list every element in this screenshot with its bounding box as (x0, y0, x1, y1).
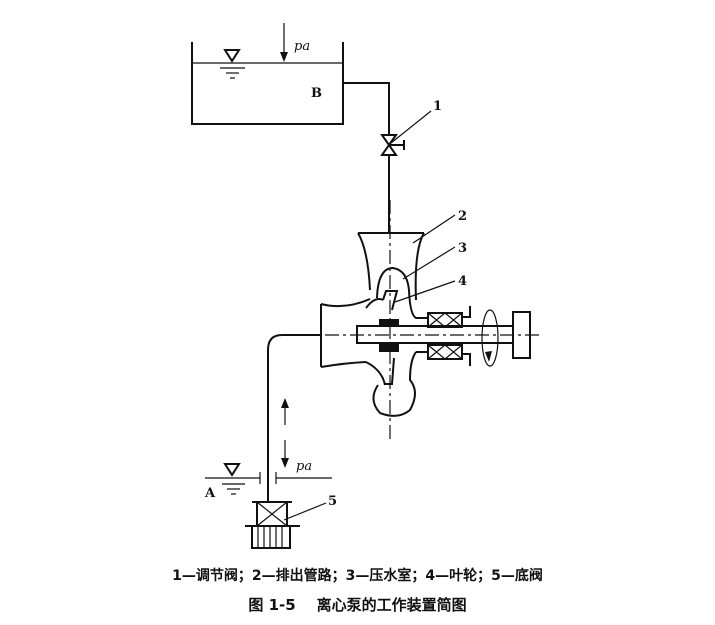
rotation-arrow-icon (481, 309, 499, 367)
impeller-hub (379, 319, 399, 327)
water-level-icon (223, 463, 241, 477)
label-4: 4 (458, 274, 467, 289)
regulating-valve-icon (380, 134, 398, 156)
sump-a-label: A (204, 486, 216, 501)
upper-tank-b: pa B (191, 23, 344, 125)
suction-pipe: pa A 5 (204, 334, 337, 549)
label-3: 3 (458, 241, 467, 256)
discharge-pipe: 1 (343, 82, 442, 232)
down-arrow-icon (281, 458, 289, 468)
figure-title: 图 1-5 离心泵的工作装置简图 (248, 596, 467, 614)
pa-label-bottom: pa (296, 459, 312, 474)
foot-valve-icon (245, 501, 300, 549)
centrifugal-pump: 2 3 4 (300, 200, 540, 440)
label-2: 2 (458, 209, 467, 224)
coupling (512, 311, 531, 359)
label-1: 1 (433, 99, 442, 114)
caption-legend: 1—调节阀；2—排出管路；3—压水室；4—叶轮；5—底阀 (172, 568, 543, 584)
pa-label-top: pa (294, 39, 310, 54)
bearing-icon (427, 306, 471, 366)
tank-b-label: B (311, 86, 322, 101)
label-5: 5 (328, 494, 337, 509)
up-arrow-icon (281, 398, 289, 408)
water-level-icon (223, 49, 241, 63)
